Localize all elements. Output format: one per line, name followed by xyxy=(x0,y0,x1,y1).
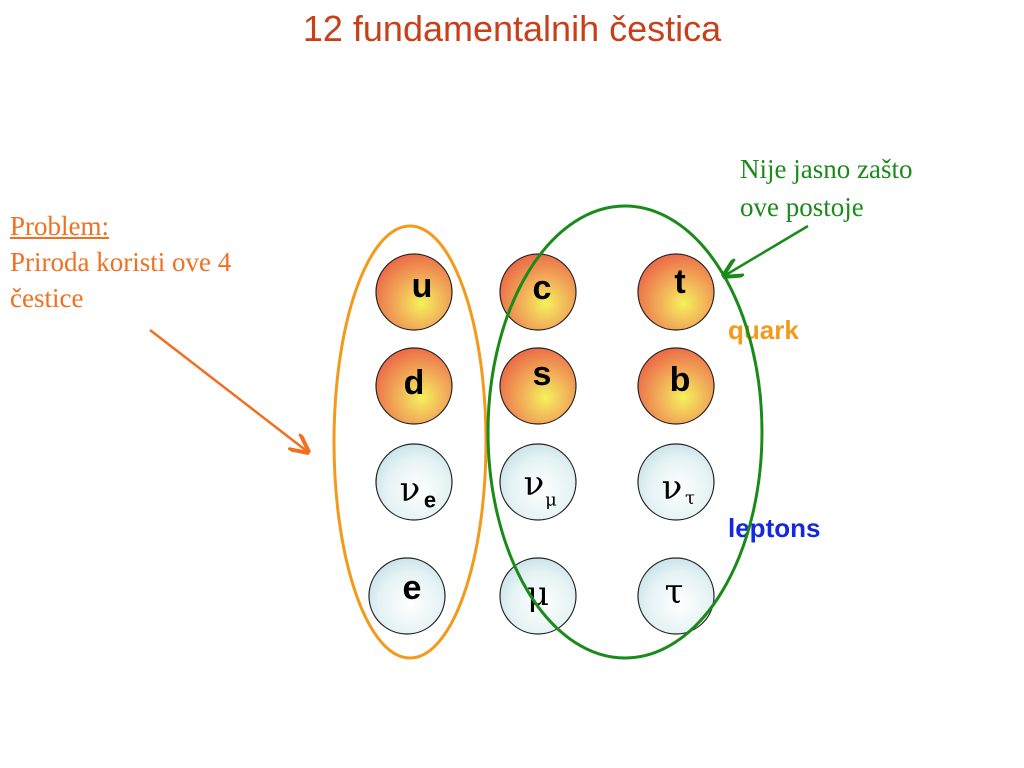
particle-t: t xyxy=(637,253,715,331)
particle-mu-label: μ xyxy=(527,574,549,614)
particle-nu-mu-subscript: μ xyxy=(545,490,557,511)
particle-e: e xyxy=(368,557,446,635)
particle-t-label: t xyxy=(674,263,685,301)
particle-tau-label: τ xyxy=(665,572,684,612)
problem-line-2: čestice xyxy=(10,283,84,313)
quark-label: quark xyxy=(728,315,799,345)
page-title: 12 fundamentalnih čestica xyxy=(302,8,722,49)
particle-nu-e: ν e xyxy=(375,443,453,521)
leptons-label: leptons xyxy=(728,513,821,543)
particle-u: u xyxy=(375,253,453,331)
particle-nu-tau-subscript: τ xyxy=(685,488,695,509)
particle-c: c xyxy=(499,253,577,331)
particle-nu-e-symbol: ν xyxy=(400,470,421,510)
particle-s-label: s xyxy=(533,355,552,393)
particle-nu-e-subscript: e xyxy=(424,488,436,513)
problem-arrow xyxy=(149,329,308,452)
first-generation-ellipse xyxy=(332,224,488,660)
problem-line-1: Priroda koristi ove 4 xyxy=(10,247,232,277)
note-line-1: Nije jasno zašto xyxy=(740,154,913,184)
particle-b: b xyxy=(637,347,715,425)
particle-mu: μ xyxy=(499,557,577,635)
particle-e-label: e xyxy=(403,569,422,607)
particle-c-label: c xyxy=(533,269,552,307)
particle-nu-mu: ν μ xyxy=(499,443,577,521)
higher-generations-ellipse xyxy=(486,204,764,660)
note-arrow xyxy=(724,224,809,276)
particle-nu-mu-symbol: ν xyxy=(524,464,545,504)
note-annotation: Nije jasno zašto ove postoje xyxy=(740,150,1020,226)
particle-nu-tau: ν τ xyxy=(637,443,715,521)
particle-tau: τ xyxy=(637,557,715,635)
note-line-2: ove postoje xyxy=(740,192,864,222)
particle-b-label: b xyxy=(670,361,691,399)
problem-annotation: Problem: Priroda koristi ove 4 čestice xyxy=(10,208,310,316)
particle-u-label: u xyxy=(412,267,433,305)
particle-d: d xyxy=(375,347,453,425)
particle-nu-tau-symbol: ν xyxy=(662,468,683,508)
particle-s: s xyxy=(499,347,577,425)
problem-heading: Problem: xyxy=(10,211,109,241)
particle-d-label: d xyxy=(404,364,425,402)
